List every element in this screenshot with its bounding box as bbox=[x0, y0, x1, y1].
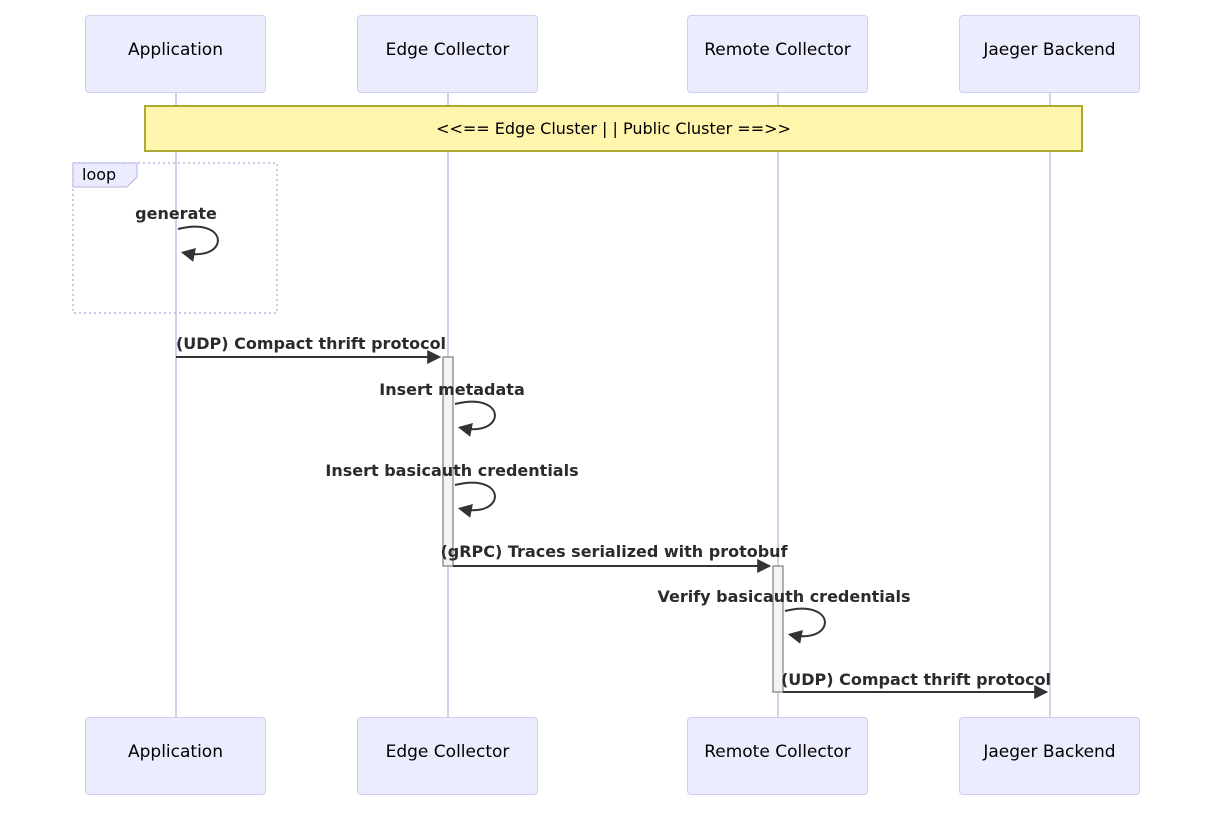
activation-bar-remote-collector bbox=[772, 565, 784, 693]
message-label-udp-thrift-1: (UDP) Compact thrift protocol bbox=[175, 334, 447, 353]
actor-label: Jaeger Backend bbox=[983, 742, 1116, 762]
message-label-insert-metadata: Insert metadata bbox=[379, 380, 525, 399]
actor-top-jaeger-backend: Jaeger Backend bbox=[959, 15, 1140, 93]
note-text: <<== Edge Cluster | | Public Cluster ==>… bbox=[436, 119, 791, 138]
message-label-insert-basicauth: Insert basicauth credentials bbox=[325, 461, 579, 480]
actor-bottom-edge-collector: Edge Collector bbox=[357, 717, 538, 795]
message-label-generate: generate bbox=[135, 204, 217, 223]
actor-bottom-application: Application bbox=[85, 717, 266, 795]
activation-bar-edge-collector bbox=[442, 356, 454, 567]
message-label-verify-basicauth: Verify basicauth credentials bbox=[657, 587, 911, 606]
actor-label: Edge Collector bbox=[385, 742, 510, 762]
loop-frame-border bbox=[72, 162, 278, 314]
message-label-grpc-protobuf: (gRPC) Traces serialized with protobuf bbox=[440, 542, 788, 561]
actor-top-application: Application bbox=[85, 15, 266, 93]
actor-label: Jaeger Backend bbox=[983, 40, 1116, 60]
actor-label: Remote Collector bbox=[704, 40, 851, 60]
actor-label: Application bbox=[128, 742, 223, 762]
actor-bottom-jaeger-backend: Jaeger Backend bbox=[959, 717, 1140, 795]
loop-label-tab bbox=[72, 162, 138, 188]
actor-label: Edge Collector bbox=[385, 40, 510, 60]
actor-top-remote-collector: Remote Collector bbox=[687, 15, 868, 93]
actor-top-edge-collector: Edge Collector bbox=[357, 15, 538, 93]
message-label-udp-thrift-2: (UDP) Compact thrift protocol bbox=[780, 670, 1052, 689]
self-arrow-insert-basicauth bbox=[454, 481, 496, 518]
self-arrow-generate bbox=[177, 225, 219, 262]
actor-label: Application bbox=[128, 40, 223, 60]
self-arrow-insert-metadata bbox=[454, 400, 496, 437]
actor-label: Remote Collector bbox=[704, 742, 851, 762]
actor-bottom-remote-collector: Remote Collector bbox=[687, 717, 868, 795]
loop-label: loop bbox=[82, 165, 117, 184]
note-cluster-banner: <<== Edge Cluster | | Public Cluster ==>… bbox=[144, 105, 1083, 152]
self-arrow-verify-basicauth bbox=[784, 607, 826, 644]
